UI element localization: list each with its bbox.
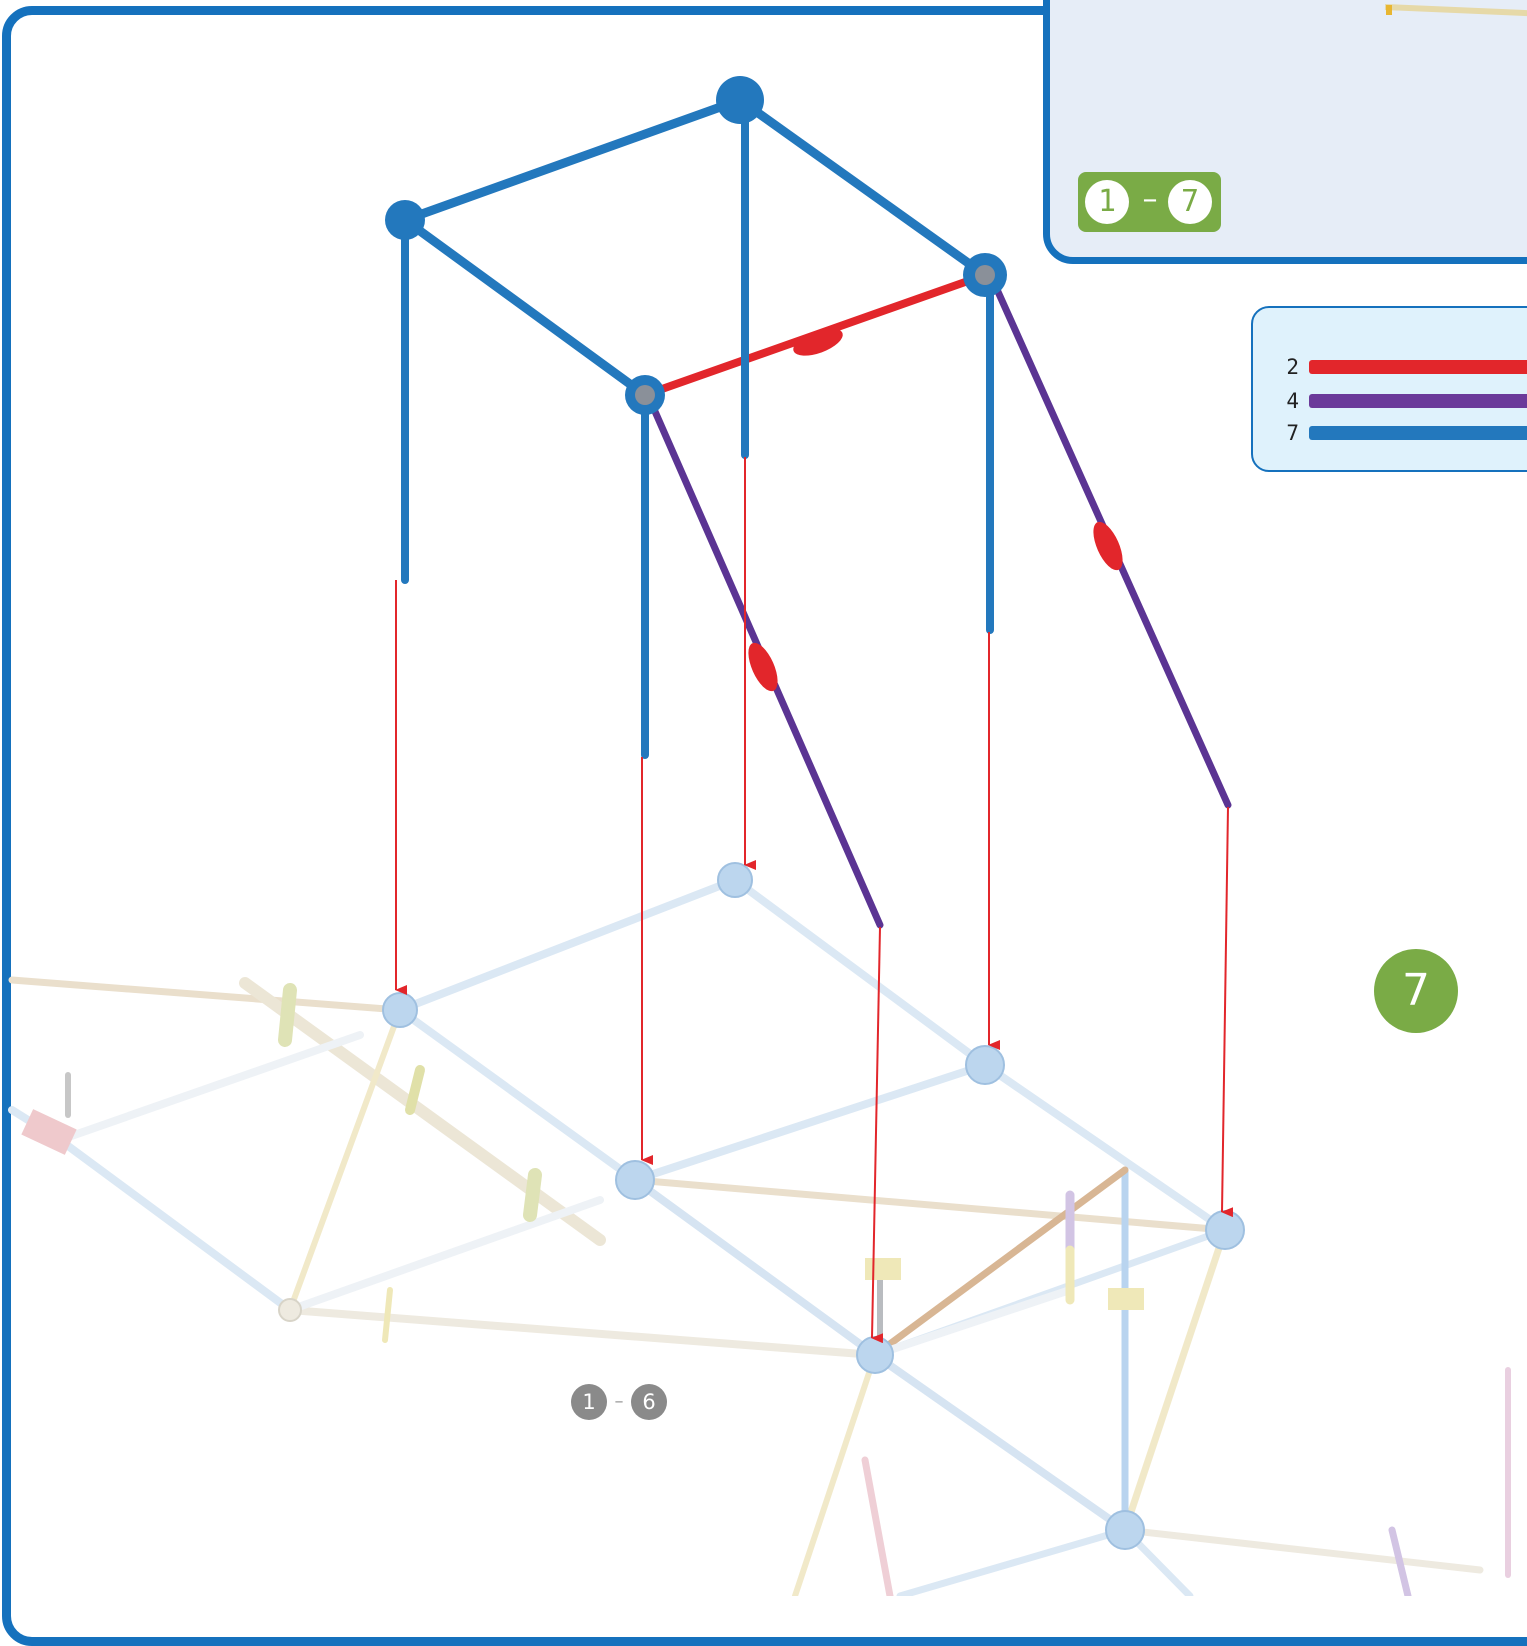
red-connectors (742, 323, 1128, 695)
assembly-arrows (396, 457, 1228, 1338)
step-number-badge: 7 (1374, 949, 1458, 1033)
previous-dash: – (609, 1384, 629, 1420)
new-frame-hubs (385, 76, 1007, 415)
previous-start-circle: 1 (571, 1384, 607, 1420)
previous-steps-badge: 1 – 6 (571, 1384, 667, 1420)
existing-model-base (12, 880, 1508, 1596)
existing-hubs (279, 863, 1244, 1549)
assembly-illustration (0, 0, 1527, 1596)
previous-end-circle: 6 (631, 1384, 667, 1420)
new-frame (405, 100, 1228, 925)
